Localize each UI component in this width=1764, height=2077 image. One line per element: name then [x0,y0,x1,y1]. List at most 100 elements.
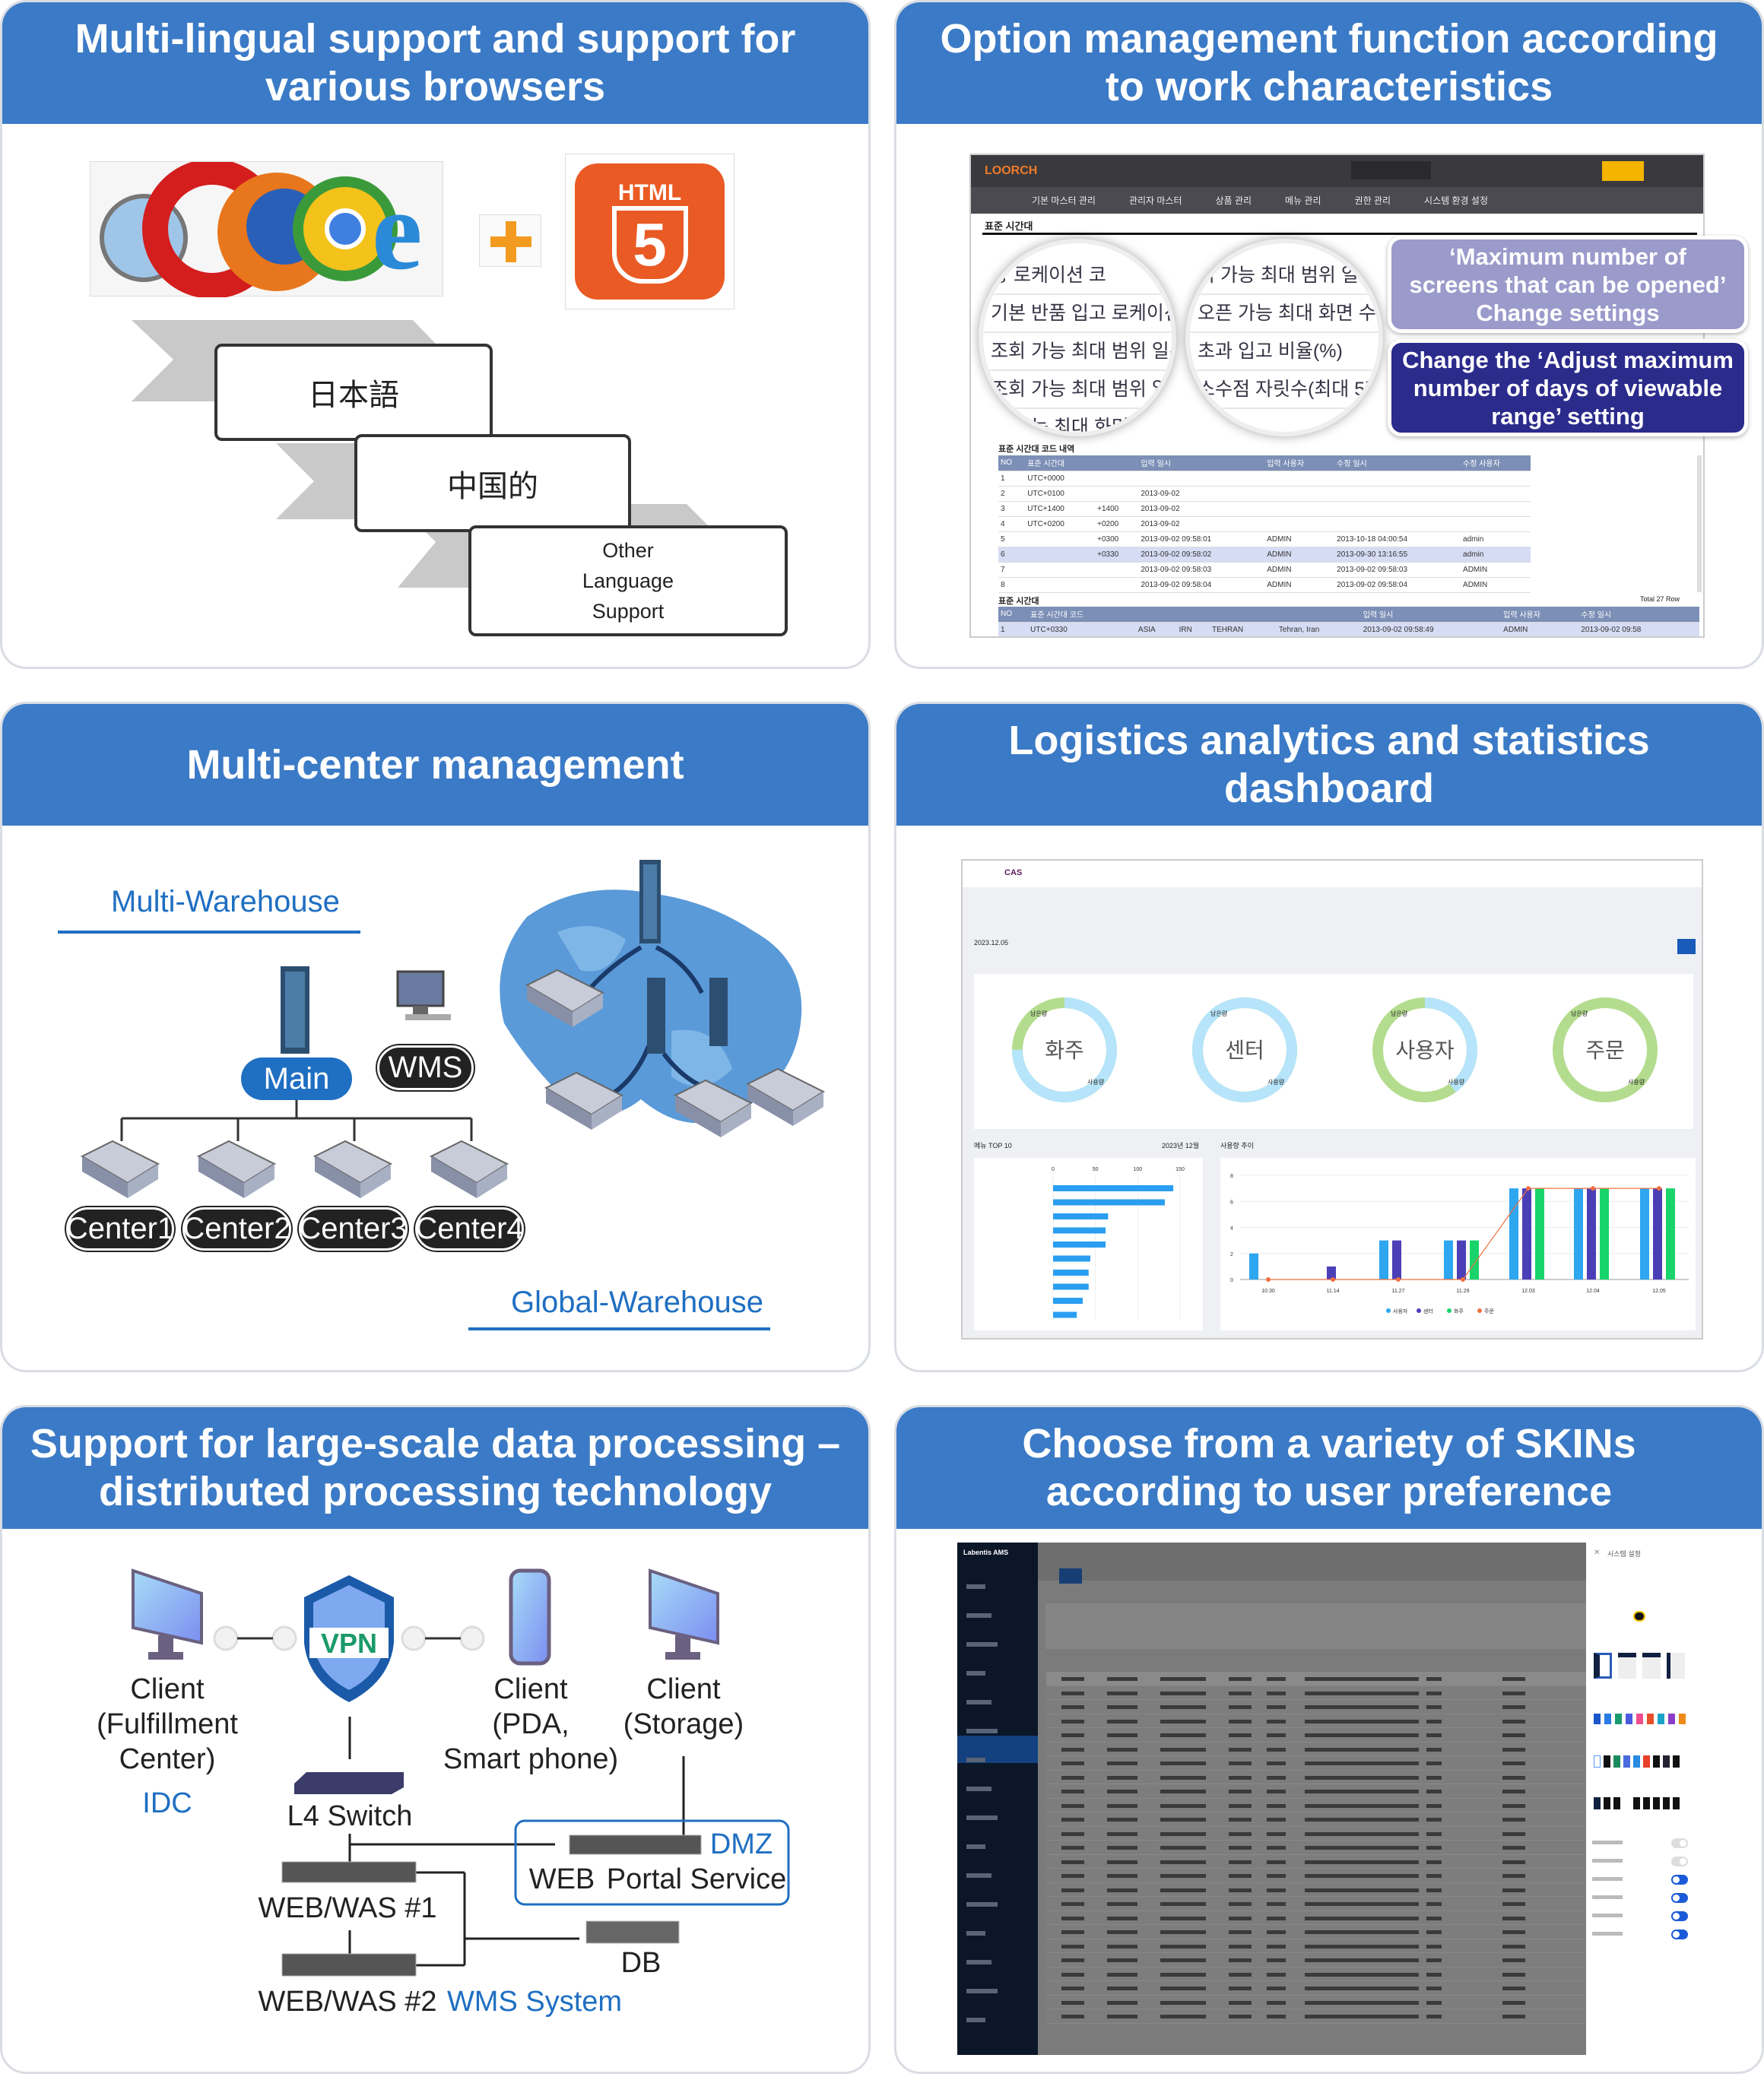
grid-row[interactable] [1046,1869,1586,1883]
toggle-switch[interactable] [1671,1893,1688,1903]
swatch[interactable] [1623,1797,1630,1809]
toggle-switch[interactable] [1671,1875,1688,1885]
table-scrollbar[interactable] [1697,455,1702,592]
grid-row[interactable] [1046,1728,1586,1742]
swatch[interactable] [1643,1755,1650,1768]
legend-label[interactable]: 화주 [1454,1308,1464,1314]
sidebar-item[interactable] [966,1844,985,1849]
nav-mode-option[interactable] [1642,1653,1661,1679]
grid-row[interactable] [1046,2009,1586,2024]
legend-label[interactable]: 사용자 [1393,1308,1408,1314]
swatch[interactable] [1604,1755,1610,1768]
grid-row[interactable] [1046,1812,1586,1827]
grid-row[interactable] [1046,1911,1586,1925]
grid-row[interactable] [1046,1714,1586,1728]
swatch[interactable] [1594,1797,1601,1809]
swatch[interactable] [1633,1797,1640,1809]
theme-color-swatch[interactable] [1636,1714,1643,1724]
swatch[interactable] [1673,1755,1680,1768]
nav-item[interactable]: 상품 관리 [1215,195,1252,206]
close-icon[interactable]: ✕ [1594,1549,1601,1557]
grid-row[interactable] [1046,1967,1586,1981]
grid-row[interactable] [1046,1784,1586,1799]
toggle-switch[interactable] [1671,1838,1688,1848]
grid-row[interactable] [1046,1882,1586,1897]
nav-item[interactable]: 관리자 마스터 [1128,195,1182,206]
sidebar-item[interactable] [966,2018,985,2022]
theme-color-swatch[interactable] [1647,1714,1654,1724]
theme-color-swatch[interactable] [1594,1714,1601,1724]
grid-row[interactable] [1046,1685,1586,1700]
grid-row[interactable] [1046,1995,1586,2009]
theme-color-swatch[interactable] [1626,1714,1632,1724]
grid-row[interactable] [1046,1798,1586,1812]
sidebar-item[interactable] [966,1642,998,1647]
swatch[interactable] [1613,1755,1620,1768]
sidebar-item[interactable] [966,1700,991,1704]
sidebar-item[interactable] [966,1787,991,1791]
nav-mode-options[interactable] [1594,1653,1685,1679]
sidebar-item[interactable] [966,1960,991,1964]
sidebar-item[interactable] [966,1729,998,1733]
swatch[interactable] [1594,1755,1601,1768]
swatch[interactable] [1613,1797,1620,1809]
grid-row[interactable] [1046,1897,1586,1911]
theme-color-swatch[interactable] [1679,1714,1686,1724]
grid-row[interactable] [1046,1742,1586,1756]
swatch[interactable] [1673,1797,1680,1809]
theme-toggle-icon[interactable] [1633,1611,1645,1622]
swatch[interactable] [1623,1755,1630,1768]
theme-color-swatch[interactable] [1658,1714,1664,1724]
grid-row[interactable] [1046,1770,1586,1784]
swatch[interactable] [1663,1797,1670,1809]
theme-color-swatch[interactable] [1668,1714,1675,1724]
nav-mode-option[interactable] [1618,1653,1636,1679]
sidebar-item[interactable] [966,1873,991,1878]
theme-color-swatch[interactable] [1604,1714,1611,1724]
sidebar-item[interactable] [966,1758,985,1762]
active-tab[interactable] [1059,1568,1082,1584]
search-input[interactable] [1351,161,1431,179]
swatch[interactable] [1633,1755,1640,1768]
grid-row[interactable] [1046,1854,1586,1869]
grid-row[interactable] [1046,1925,1586,1939]
grid-row[interactable] [1046,1700,1586,1714]
sidebar-item[interactable] [966,1989,998,1993]
grid-row[interactable] [1046,1939,1586,1953]
swatch[interactable] [1653,1755,1660,1768]
grid-row[interactable] [1046,1841,1586,1855]
legend-label[interactable]: 센터 [1423,1308,1433,1314]
nav-item[interactable]: 권한 관리 [1354,195,1391,206]
nav-item[interactable]: 기본 마스터 관리 [1032,195,1096,206]
theme-color-swatch[interactable] [1615,1714,1622,1724]
grid-row[interactable] [1046,1756,1586,1771]
sidebar-item[interactable] [966,1613,991,1618]
menu-button[interactable] [1602,161,1644,181]
toggle-switch[interactable] [1671,1930,1688,1939]
swatch[interactable] [1663,1755,1670,1768]
sidebar-item[interactable] [966,1931,985,1936]
grid-row[interactable] [1046,1981,1586,1996]
nav-mode-option[interactable] [1594,1653,1612,1679]
sidebar-item[interactable] [966,1671,985,1676]
nav-mode-option[interactable] [1667,1653,1685,1679]
swatch[interactable] [1653,1797,1660,1809]
sidebar-item[interactable] [966,1584,985,1589]
grid-row[interactable] [1046,1953,1586,1968]
nav-item[interactable]: 메뉴 관리 [1285,195,1321,206]
swatch[interactable] [1604,1797,1610,1809]
nav-item[interactable]: 시스템 환경 설정 [1424,195,1488,206]
sidebar-item[interactable] [966,1902,998,1907]
legend-label[interactable]: 주문 [1484,1308,1494,1314]
swatch[interactable] [1643,1797,1650,1809]
search-button[interactable] [1677,939,1696,954]
